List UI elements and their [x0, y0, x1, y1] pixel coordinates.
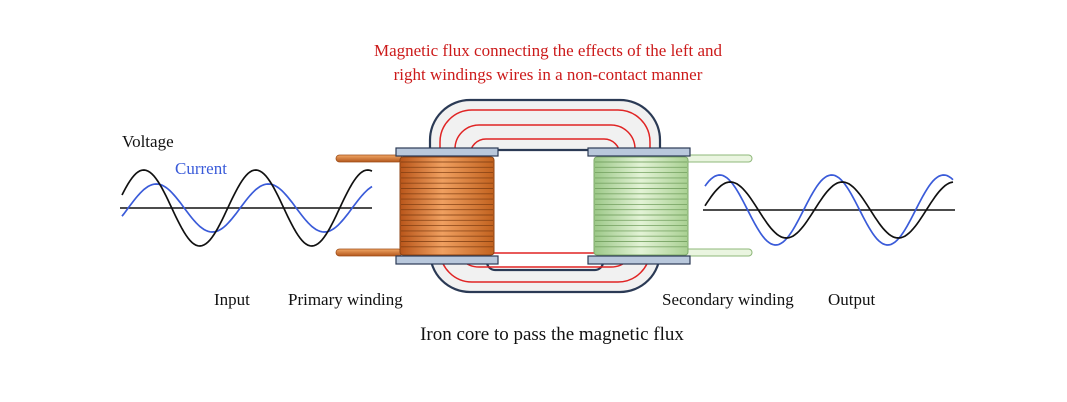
secondary-plate-top [587, 147, 691, 157]
output-waveforms [703, 174, 955, 246]
secondary-lead-bottom [683, 248, 753, 257]
primary-coil-body [399, 156, 495, 256]
secondary-winding [587, 147, 753, 265]
input-current-wave [121, 183, 373, 233]
output-current-wave [704, 174, 954, 246]
secondary-plate-bottom [587, 255, 691, 265]
title-line-1: Magnetic flux connecting the effects of … [374, 41, 723, 60]
core-label: Iron core to pass the magnetic flux [420, 324, 684, 345]
input-waveforms [120, 169, 373, 247]
output-label: Output [828, 290, 876, 309]
input-voltage-wave [121, 169, 373, 247]
primary-lead-bottom [335, 248, 403, 257]
primary-plate-top [395, 147, 499, 157]
title-line-2: right windings wires in a non-contact ma… [394, 65, 703, 84]
secondary-winding-label: Secondary winding [662, 290, 794, 309]
primary-lead-top [335, 154, 403, 163]
secondary-coil-body [593, 156, 689, 256]
primary-winding [335, 147, 499, 265]
current-label: Current [175, 159, 227, 178]
input-label: Input [214, 290, 250, 309]
output-voltage-wave [704, 181, 954, 239]
secondary-lead-top [683, 154, 753, 163]
primary-plate-bottom [395, 255, 499, 265]
voltage-label: Voltage [122, 132, 174, 151]
primary-winding-label: Primary winding [288, 290, 403, 309]
